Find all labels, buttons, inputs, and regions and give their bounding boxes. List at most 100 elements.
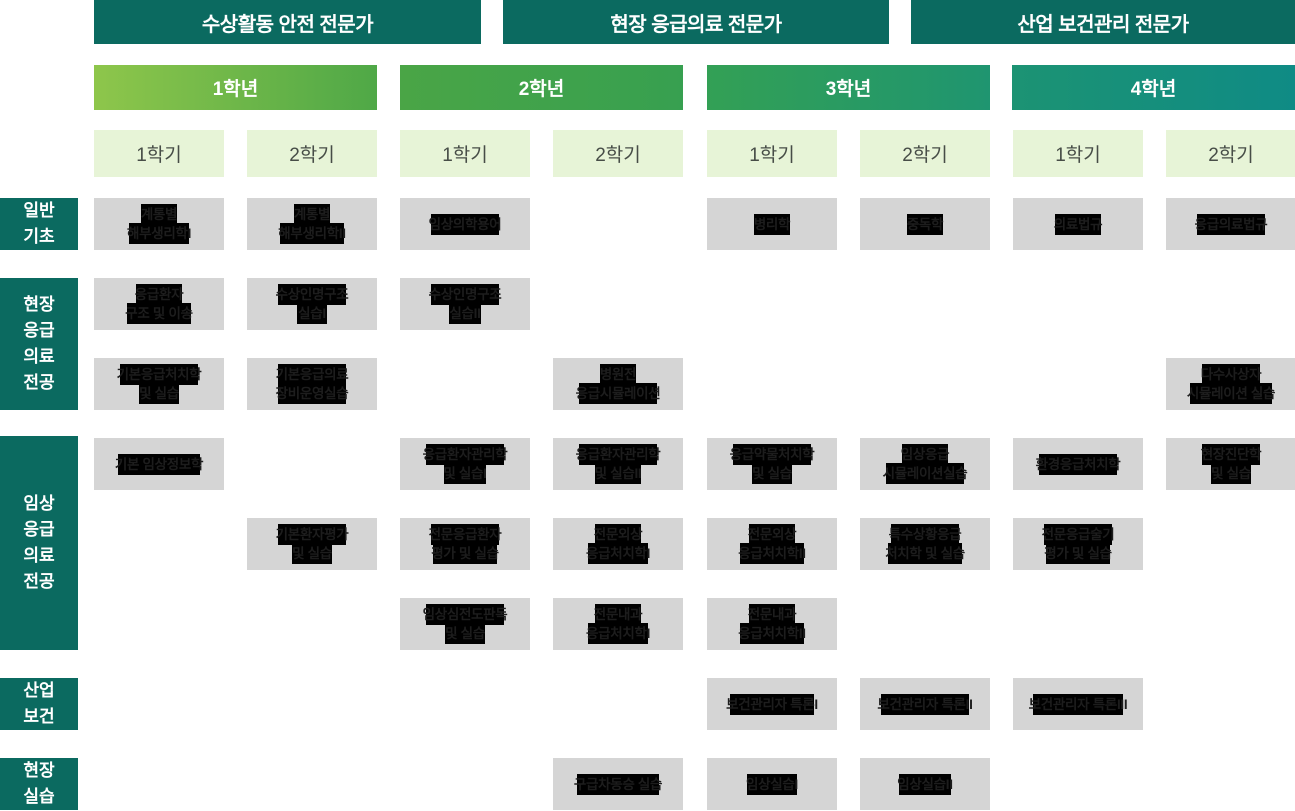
course-label-line: 응급약물처치학 <box>727 444 818 465</box>
course-label-line: 응급시뮬레이션 <box>573 383 664 404</box>
year-header-3: 3학년 <box>707 65 990 110</box>
course-box: 의료법규 <box>1013 198 1143 250</box>
course-label-line: 및 실습I <box>440 463 489 484</box>
course-label-line: 해부생리학I <box>124 223 194 244</box>
course-label-line: 처치학 및 실습 <box>882 543 968 564</box>
course-label-line: 병원전 <box>597 364 639 385</box>
course-label-line: 보건관리자 특론III <box>1026 693 1131 715</box>
year-header-1: 1학년 <box>94 65 377 110</box>
semester-header-y1s1: 1학기 <box>94 130 224 177</box>
course-label-line: 계통별 <box>138 204 180 225</box>
course-label-line: 실습I <box>295 303 329 324</box>
course-label-line: 평가 및 실습 <box>428 543 502 564</box>
course-box: 보건관리자 특론II <box>860 678 990 730</box>
course-label-line: 시뮬레이션 실습 <box>1184 383 1278 404</box>
course-label-line: 특수상황응급 <box>886 524 965 545</box>
track-header-industrial-health-management: 산업 보건관리 전문가 <box>911 0 1295 44</box>
course-label-line: 병리학 <box>751 213 793 235</box>
course-label-line: 응급처치학I <box>583 623 653 644</box>
course-label-line: 전문외상 <box>591 524 645 545</box>
course-box: 임상실습II <box>860 758 990 810</box>
course-box: 기본 임상정보학 <box>94 438 224 490</box>
course-label-line: 해부생리학II <box>275 223 349 244</box>
track-header-water-activity-safety: 수상활동 안전 전문가 <box>94 0 481 44</box>
course-label-line: 계통별 <box>291 204 333 225</box>
semester-header-y2s1: 1학기 <box>400 130 530 177</box>
row-group-industrial-health: 산업 보건 <box>0 678 78 730</box>
semester-header-y4s1: 1학기 <box>1013 130 1143 177</box>
course-label-line: 수상인명구조 <box>426 284 505 305</box>
course-label-line: 기본환자평가 <box>273 524 352 545</box>
course-label-line: 응급환자관리학 <box>420 444 511 465</box>
semester-header-y2s2: 2학기 <box>553 130 683 177</box>
course-label-line: 응급환자관리학 <box>573 444 664 465</box>
course-label-line: 의료법규 <box>1051 213 1105 235</box>
semester-header-y3s2: 2학기 <box>860 130 990 177</box>
course-box: 중독학 <box>860 198 990 250</box>
course-label-line: 및 실습 <box>1208 463 1254 484</box>
course-box: 병리학 <box>707 198 837 250</box>
course-label-line: 구급차동승 실습 <box>571 773 665 795</box>
course-label-line: 보건관리자 특론I <box>723 693 821 715</box>
course-box: 임상실습I <box>707 758 837 810</box>
course-label-line: 보건관리자 특론II <box>874 693 975 715</box>
course-label-line: 임상응급 <box>898 444 952 465</box>
course-label-line: 실습II <box>446 303 483 324</box>
semester-header-y1s2: 2학기 <box>247 130 377 177</box>
course-label-line: 임상심전도판독 <box>420 604 511 625</box>
course-label-line: 전문응급술기 <box>1039 524 1118 545</box>
row-group-general-basics: 일반 기초 <box>0 198 78 250</box>
course-box: 응급의료법규 <box>1166 198 1295 250</box>
course-label-line: 응급처치학II <box>735 623 809 644</box>
year-header-2: 2학년 <box>400 65 683 110</box>
course-box: 보건관리자 특론I <box>707 678 837 730</box>
course-label-line: 기본 임상정보학 <box>112 453 206 475</box>
track-header-field-emergency-medical: 현장 응급의료 전문가 <box>503 0 889 44</box>
course-box: 임상의학용어 <box>400 198 530 250</box>
course-label-line: 수상인명구조 <box>273 284 352 305</box>
course-label-line: 전문내과 <box>745 604 799 625</box>
row-group-field-emergency-major: 현장 응급 의료 전공 <box>0 278 78 410</box>
course-label-line: 현장진단학 <box>1198 444 1265 465</box>
course-label-line: 전문외상 <box>745 524 799 545</box>
course-label-line: 응급의료법규 <box>1192 213 1271 235</box>
course-box: 환경응급처치학 <box>1013 438 1143 490</box>
course-label-line: 응급처치학II <box>735 543 809 564</box>
course-label-line: 평가 및 실습 <box>1041 543 1115 564</box>
course-label-line: 시뮬레이션실습 <box>880 463 971 484</box>
course-label-line: 및 실습 <box>442 623 488 644</box>
row-group-clinical-emergency-major: 임상 응급 의료 전공 <box>0 436 78 650</box>
course-label-line: 응급환자 <box>132 284 186 305</box>
course-label-line: 장비운영실습 <box>273 383 352 404</box>
course-box: 구급차동승 실습 <box>553 758 683 810</box>
course-label-line: 임상의학용어 <box>426 213 505 235</box>
course-label-line: 환경응급처치학 <box>1033 453 1124 475</box>
course-label-line: 응급처치학I <box>583 543 653 564</box>
semester-header-y3s1: 1학기 <box>707 130 837 177</box>
course-label-line: 기본응급처치학 <box>114 364 205 385</box>
course-label-line: 임상실습I <box>743 773 801 795</box>
course-label-line: 구조 및 이송 <box>122 303 196 324</box>
